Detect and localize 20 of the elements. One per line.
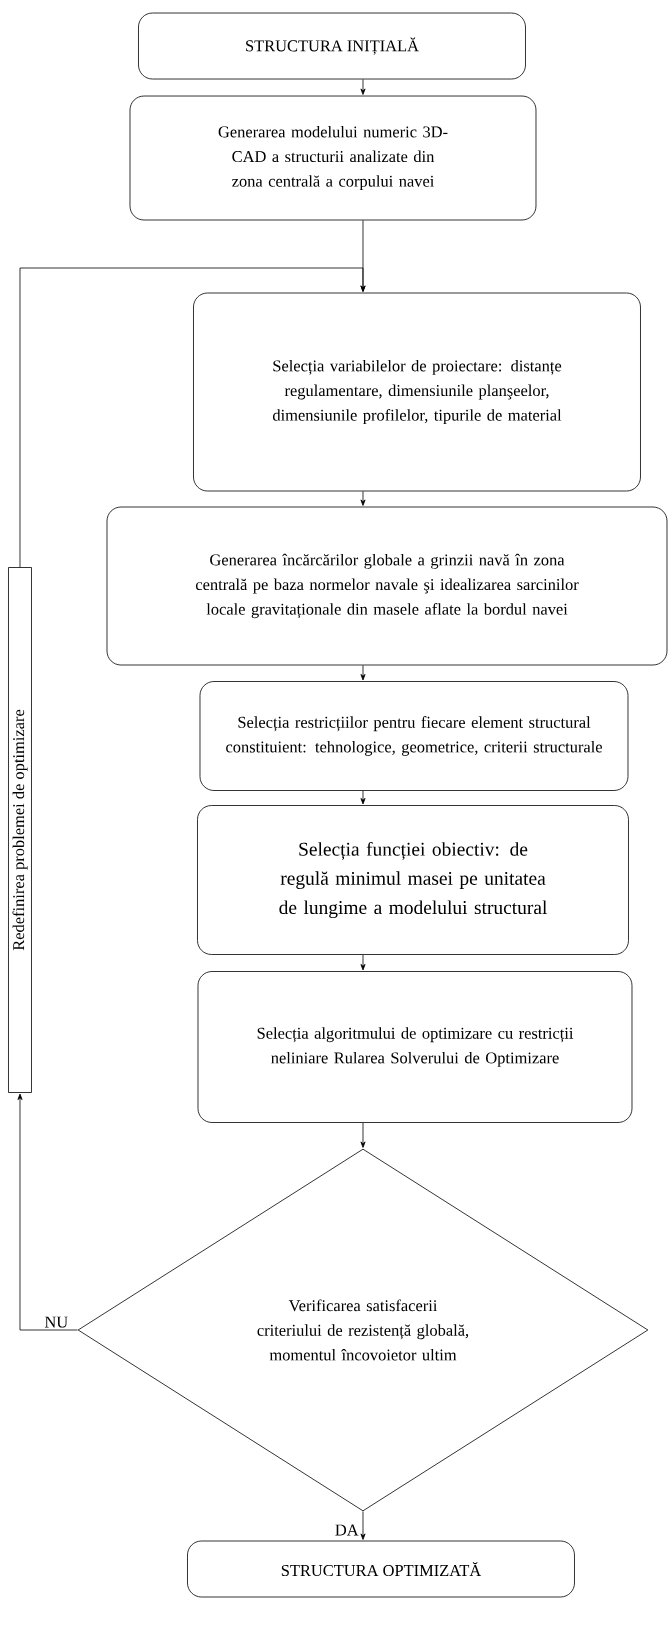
- arrow: [360, 1122, 366, 1148]
- process-box: Generarea modelului numeric 3D-CAD a structurii analizate din zona centrală a corpului navei: [129, 95, 537, 221]
- process-box: Selecția restricțiilor pentru fiecare element structural constituient: tehnologice, geometrice, criterii structurale: [199, 681, 629, 791]
- process-box: Selecția variabilelor de proiectare: distanțe regulamentare, dimensiunile planşeelor, dimensiunile profilelor, tipurile de material: [193, 292, 641, 492]
- edge-label: NU: [43, 1315, 70, 1329]
- arrow: [360, 1511, 366, 1540]
- arrow: [17, 1093, 78, 1331]
- process-box: Selecția algoritmului de optimizare cu restricții neliniare Rularea Solverului de Optimizare: [197, 971, 633, 1123]
- arrow: [19, 267, 366, 568]
- arrow: [360, 79, 366, 95]
- arrow: [360, 665, 366, 681]
- process-box: Redefinirea problemei de optimizare: [8, 567, 32, 1093]
- edge-label: DA: [333, 1523, 360, 1537]
- arrow: [360, 491, 366, 506]
- arrow: [360, 790, 366, 805]
- process-box: STRUCTURA INIȚIALĂ: [138, 12, 526, 80]
- process-box: Generarea încărcărilor globale a grinzii navă în zona centrală pe baza normelor navale şi idealizarea sarcinilor locale gravitaționale din masele aflate la bordul navei: [106, 506, 668, 666]
- process-box: STRUCTURA OPTIMIZATĂ: [187, 1540, 575, 1598]
- arrow: [360, 954, 366, 971]
- process-box: Selecția funcției obiectiv: de regulă minimul masei pe unitatea de lungime a modelului structural: [197, 805, 629, 955]
